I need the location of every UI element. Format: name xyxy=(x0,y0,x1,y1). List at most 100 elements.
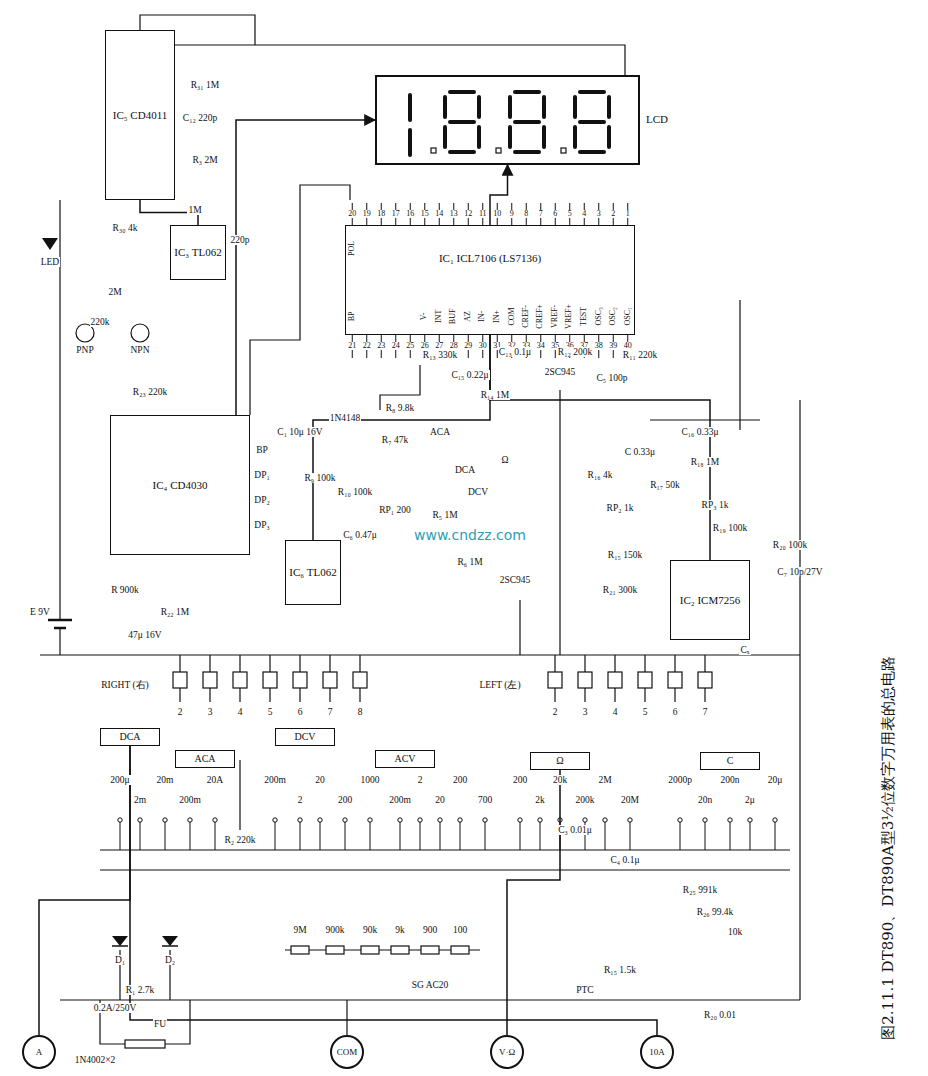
pin-number: 3 xyxy=(596,210,602,219)
wire xyxy=(559,390,560,655)
wire xyxy=(674,655,675,672)
component-label: R₇ 47k xyxy=(381,435,409,445)
lcd-segment xyxy=(477,127,481,147)
component-label: 2μ xyxy=(744,795,756,805)
component-label: C₅ 100p xyxy=(595,373,628,383)
lcd-segment xyxy=(450,120,474,124)
wire xyxy=(775,822,776,850)
lcd-segment xyxy=(607,97,611,117)
component-label: R₂₀ 100k xyxy=(772,540,808,550)
lcd-segment xyxy=(450,150,474,154)
pin-name: V- xyxy=(420,311,429,321)
component-label: R₂₅ 991k xyxy=(682,885,718,895)
wire xyxy=(370,822,371,850)
connector-pad xyxy=(233,672,247,688)
pin-number: 4 xyxy=(581,210,587,219)
fuse-symbol xyxy=(125,1040,165,1048)
component-label: 5 xyxy=(642,707,649,717)
wire xyxy=(400,822,401,850)
component-label: 3 xyxy=(582,707,589,717)
component-label: R₁ 2.7k xyxy=(125,985,156,995)
component-label: 200 xyxy=(452,775,468,785)
component-label: 3 xyxy=(207,707,214,717)
component-label: R 900k xyxy=(110,585,140,595)
connector-pad xyxy=(608,672,622,688)
pin-name: TEST xyxy=(580,305,589,326)
pin-number: 18 xyxy=(376,210,386,219)
component-label: 20 xyxy=(434,795,446,805)
pin-name: OSC₃ xyxy=(594,306,603,326)
component-label: RIGHT (右) xyxy=(100,680,150,690)
component-label: 6 xyxy=(672,707,679,717)
component-label: LED xyxy=(40,257,60,267)
pin-number: 23 xyxy=(376,342,386,351)
component-label: 20μ xyxy=(767,775,784,785)
component-label: 2 xyxy=(177,707,184,717)
node-text: 10A xyxy=(649,1047,665,1057)
connector-line xyxy=(130,746,657,1035)
component-label: 2M xyxy=(597,775,612,785)
lcd-decimal-point xyxy=(431,148,436,153)
wire xyxy=(120,822,121,850)
switch-contact xyxy=(678,818,682,822)
diode-symbol xyxy=(112,936,128,946)
wire xyxy=(60,999,800,1000)
lcd-segment xyxy=(515,120,539,124)
switch-contact xyxy=(458,818,462,822)
pin-name: BUF xyxy=(449,307,458,325)
component-label: 1000 xyxy=(360,775,381,785)
lcd-segment xyxy=(580,120,604,124)
resistor-symbol xyxy=(291,946,309,954)
lcd-display: LCD xyxy=(375,75,640,165)
component-label: R₂₃ 220k xyxy=(132,387,168,397)
component-label: C₁₃ 0.1μ xyxy=(498,347,532,357)
switch-contact xyxy=(398,818,402,822)
wire xyxy=(345,822,346,850)
wire xyxy=(554,655,555,672)
connector-pad xyxy=(263,672,277,688)
switch-contact xyxy=(518,818,522,822)
component-label: 20n xyxy=(697,795,713,805)
component-label: C₃ 0.01μ xyxy=(557,825,593,835)
wire xyxy=(269,688,270,702)
switch-contact xyxy=(138,818,142,822)
wire xyxy=(269,655,270,672)
pin-name: POL xyxy=(348,239,357,256)
switch-contact xyxy=(483,818,487,822)
lcd-segment xyxy=(508,97,512,117)
wire xyxy=(190,822,191,850)
component-label: RP₁ 200 xyxy=(378,505,412,515)
component-label: R₁₄ 1M xyxy=(480,390,511,400)
watermark: www.cndzz.com xyxy=(413,527,527,543)
wire xyxy=(40,654,800,655)
switch-contact xyxy=(343,818,347,822)
component-label: R₂₁ 300k xyxy=(602,585,638,595)
component-label: C₆ 0.47μ xyxy=(342,530,378,540)
lcd-segment xyxy=(580,90,604,94)
wire xyxy=(299,688,300,702)
resistor-symbol xyxy=(326,946,344,954)
component-label: 2 xyxy=(297,795,304,805)
pin-number: 39 xyxy=(608,342,618,351)
component-label: D₂ xyxy=(164,955,176,965)
component-label: 200m xyxy=(263,775,287,785)
component-label: R₁₉ 100k xyxy=(712,523,748,533)
wire xyxy=(329,688,330,702)
node-text: IC₄ CD4030 xyxy=(153,479,208,492)
pin-number: 8 xyxy=(523,210,529,219)
pin-number: 30 xyxy=(478,342,488,351)
range-switch: C xyxy=(700,752,760,770)
component-label: 20m xyxy=(156,775,175,785)
component-label: E 9V xyxy=(29,607,51,617)
component-label: Ω xyxy=(500,455,509,465)
component-label: C₄ 0.1μ xyxy=(610,855,641,865)
component-label: R₂ 220k xyxy=(223,835,256,845)
pin-name: IN+ xyxy=(493,309,502,324)
lcd-segment xyxy=(580,150,604,154)
wire xyxy=(140,822,141,850)
wire xyxy=(346,1000,347,1035)
component-label: DCV xyxy=(467,487,489,497)
component-label: 10k xyxy=(727,927,743,937)
component-label: 200 xyxy=(337,795,353,805)
